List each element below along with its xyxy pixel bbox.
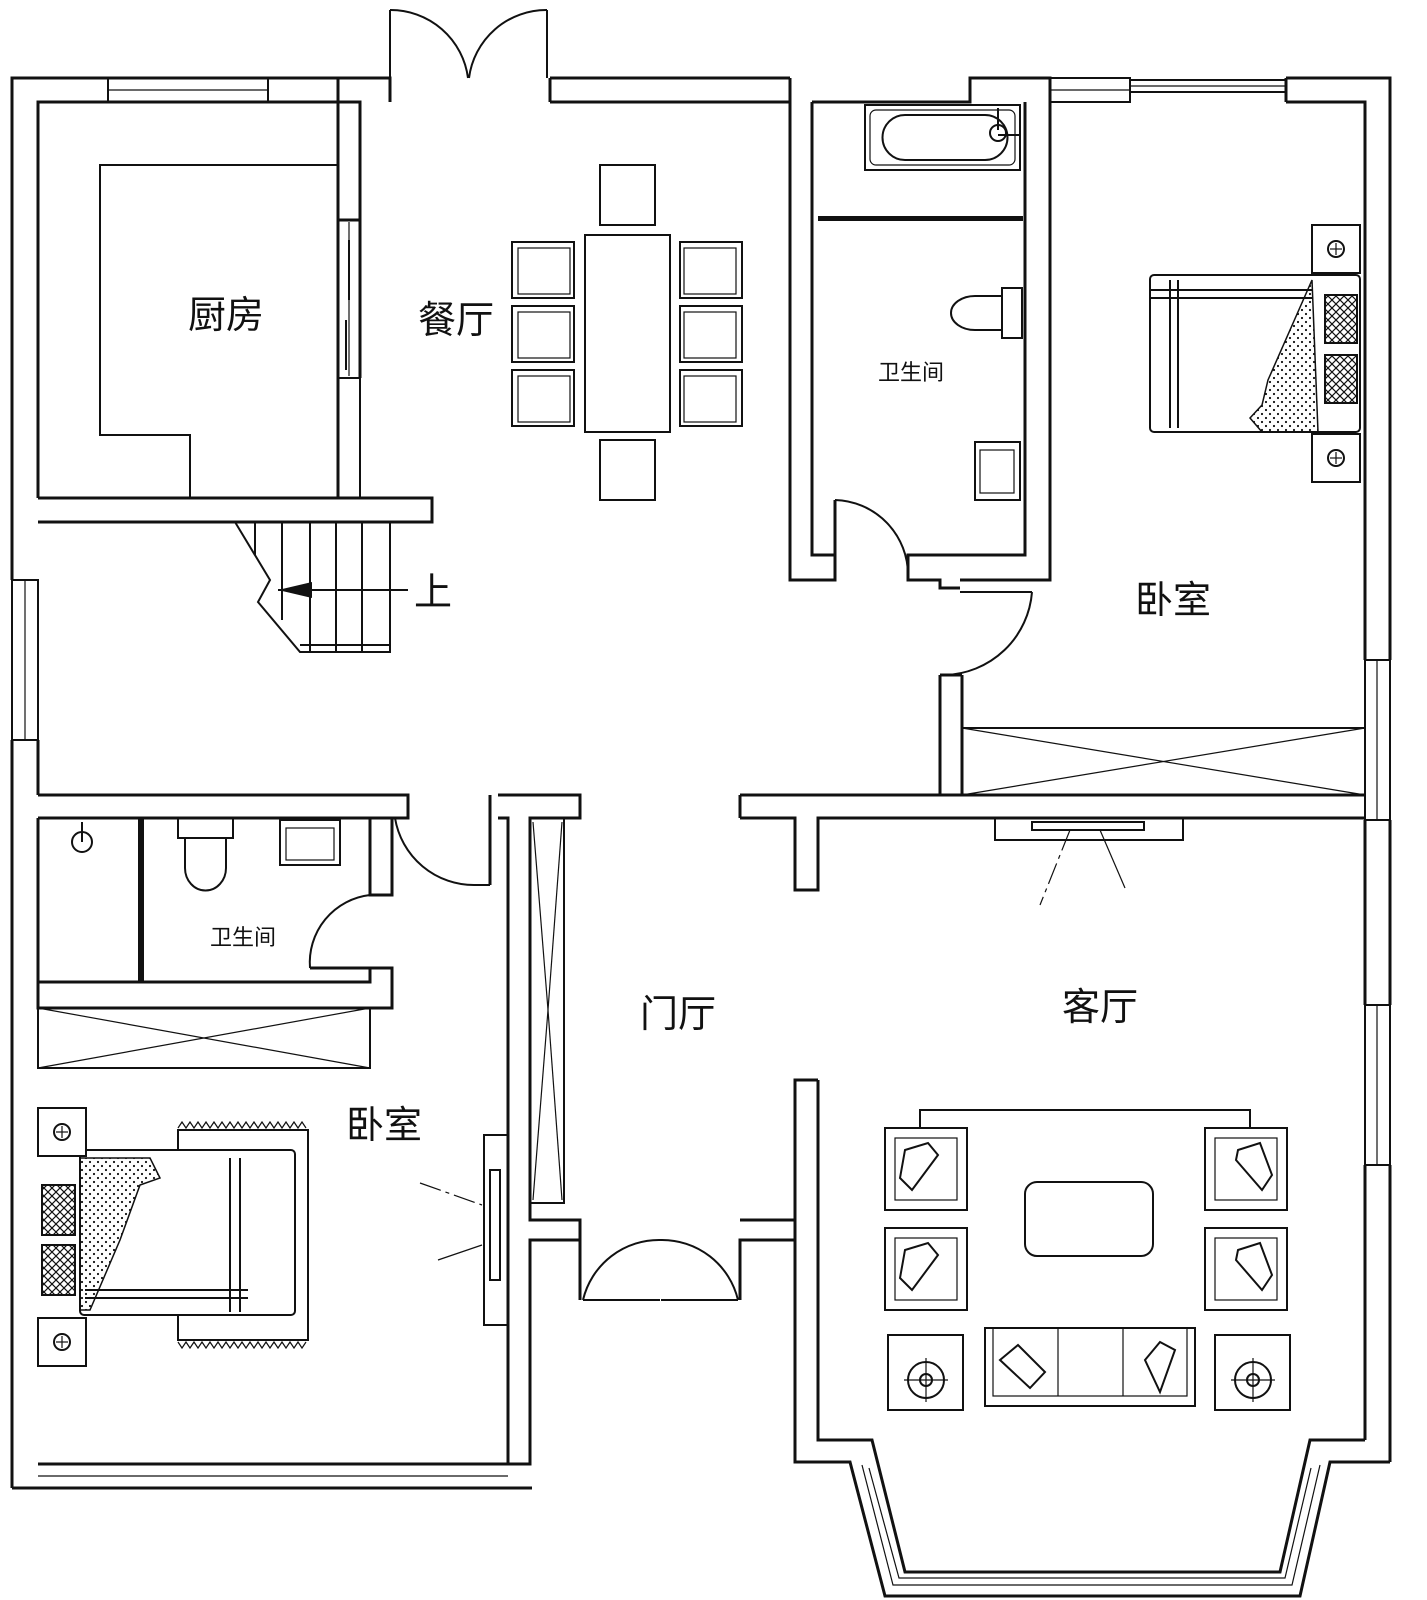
- shower-rail: [818, 216, 1023, 221]
- living-room-set: [884, 1109, 1291, 1411]
- stair-arrow-icon: [278, 582, 408, 598]
- room-label-bath-left: 卫生间: [210, 926, 276, 951]
- coffee-table: [1024, 1181, 1154, 1257]
- bathtub-icon: [864, 104, 1021, 171]
- room-label-foyer: 门厅: [640, 992, 716, 1036]
- room-label-dining: 餐厅: [418, 298, 494, 342]
- shoe-cabinet: [529, 817, 565, 1204]
- room-label-bedroom-left: 卧室: [346, 1103, 422, 1147]
- sink-icon: [974, 441, 1021, 501]
- room-label-bedroom-right: 卧室: [1135, 578, 1211, 622]
- bed-icon: [37, 1107, 309, 1367]
- wardrobe-icon: [37, 1007, 371, 1069]
- dining-table-icon: [511, 164, 743, 501]
- sofa-icon: [984, 1327, 1196, 1407]
- room-label-living: 客厅: [1062, 985, 1138, 1029]
- kitchen-sliding-door: [345, 240, 350, 370]
- door-swing-icon: [308, 8, 1033, 1301]
- stairs-up-label: 上: [414, 570, 452, 614]
- tv-icon: [994, 817, 1184, 906]
- armchair-icon: [884, 1127, 1288, 1311]
- kitchen-counter: [99, 164, 338, 498]
- toilet-icon: [950, 287, 1023, 339]
- lamp-icon: [887, 1334, 1291, 1411]
- stairs: [234, 521, 391, 653]
- room-label-bath-top: 卫生间: [878, 361, 944, 386]
- room-label-kitchen: 厨房: [188, 293, 264, 337]
- tv-icon: [419, 1134, 509, 1326]
- bed-icon: [1149, 224, 1361, 483]
- wardrobe-icon: [961, 727, 1366, 796]
- left-bath-fixtures: [71, 817, 341, 892]
